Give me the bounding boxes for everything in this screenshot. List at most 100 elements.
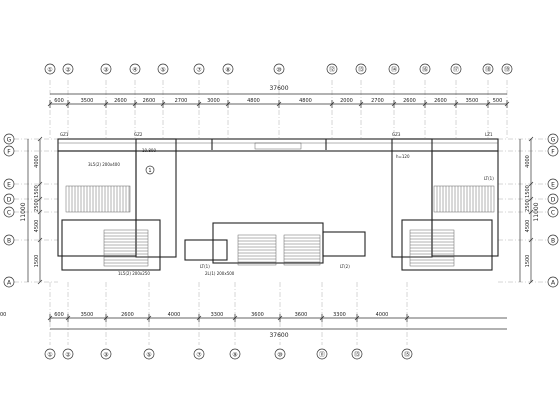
elevation-label: 10.800 — [142, 148, 156, 153]
top-axis-label-11: ⑯ — [422, 66, 428, 74]
right-axis-label-1: F — [551, 149, 555, 156]
top-dim-4: 2700 — [175, 98, 188, 104]
bottom-axis-label-7: ⑪ — [319, 351, 325, 359]
top-axis-label-4: ⑤ — [160, 67, 165, 74]
bottom-dim-4: 3300 — [211, 312, 224, 318]
top-axis-bubble-6 — [222, 63, 234, 75]
right-axis-bubble-5 — [547, 234, 559, 246]
top-dim-12: 3500 — [466, 98, 479, 104]
right-axis-label-6: A — [551, 280, 556, 287]
right-overall-dimension: 11000 — [533, 202, 540, 221]
top-axis-bubble-13 — [482, 63, 494, 75]
right-dim-3: 4500 — [525, 220, 531, 233]
bottom-axis-bubble-3 — [143, 348, 155, 360]
beam-label-c: 2L(1) 200x500 — [205, 271, 235, 276]
top-axis-label-3: ④ — [132, 67, 137, 74]
left-axis-bubble-2 — [3, 178, 15, 190]
bottom-axis-label-8: ⑬ — [354, 351, 360, 359]
left-axis-label-1: F — [7, 149, 11, 156]
right-axis-label-4: C — [551, 210, 555, 217]
right-axis-bubble-3 — [547, 193, 559, 205]
top-axis-label-5: ⑦ — [196, 67, 202, 74]
bottom-dimension-ticks: 600350026004000330036003600330040003900 — [0, 312, 410, 322]
top-dim-1: 3500 — [81, 98, 94, 104]
top-axis-label-0: ① — [47, 67, 52, 74]
right-axis-bubble-1 — [547, 145, 559, 157]
left-axis-label-3: D — [7, 197, 12, 204]
left-dim-2: 2500 — [34, 199, 40, 212]
bottom-axis-label-5: ⑨ — [232, 352, 237, 359]
top-axis-bubble-9 — [355, 63, 367, 75]
top-dim-10: 2600 — [403, 98, 416, 104]
bottom-dim-1: 3500 — [81, 312, 94, 318]
slab-thickness-label: h=120 — [396, 154, 410, 159]
right-dim-1: 1500 — [525, 185, 531, 198]
top-axis-bubble-0 — [44, 63, 56, 75]
bottom-axis-label-0: ① — [47, 352, 52, 359]
left-dim-3: 4500 — [34, 220, 40, 233]
bottom-axis-label-1: ② — [65, 352, 71, 359]
bottom-axis-bubble-9 — [401, 348, 413, 360]
top-axis-label-6: ⑧ — [225, 67, 230, 74]
bottom-axis-bubble-2 — [100, 348, 112, 360]
gz-label-2: GZ2 — [134, 132, 143, 137]
gz-label-1: GZ1 — [60, 132, 69, 137]
top-axis-label-12: ⑰ — [453, 66, 459, 74]
left-dim-1: 1500 — [34, 185, 40, 198]
top-axis-bubble-2 — [100, 63, 112, 75]
bottom-axis-label-2: ③ — [103, 352, 108, 359]
left-dim-4: 1500 — [34, 255, 40, 268]
top-axis-label-2: ③ — [103, 67, 108, 74]
left-axis-bubble-6 — [3, 276, 15, 288]
right-axis-label-0: G — [551, 137, 556, 144]
top-axis-bubble-7 — [273, 63, 285, 75]
left-axis-label-5: B — [7, 238, 11, 245]
left-axis-bubble-1 — [3, 145, 15, 157]
top-axis-bubble-4 — [157, 63, 169, 75]
right-axis-bubble-6 — [547, 276, 559, 288]
right-axis-bubble-2 — [547, 178, 559, 190]
top-axis-label-9: ⑬ — [358, 66, 364, 74]
left-axis-label-0: G — [7, 137, 12, 144]
bottom-axis-bubble-4 — [193, 348, 205, 360]
top-axis-label-13: ⑱ — [485, 66, 491, 74]
bottom-dim-6: 3600 — [295, 312, 308, 318]
top-dim-5: 3000 — [207, 98, 220, 104]
bottom-dim-5: 3600 — [251, 312, 264, 318]
right-dim-2: 2500 — [525, 199, 531, 212]
bottom-axis-bubble-6 — [274, 348, 286, 360]
top-total-dimension: 37600 — [269, 85, 288, 92]
left-axis-bubble-5 — [3, 234, 15, 246]
bottom-total-dimension: 37600 — [269, 332, 288, 339]
top-dim-13: 500 — [493, 98, 503, 104]
bottom-axis-bubble-7 — [316, 348, 328, 360]
left-axis-bubble-4 — [3, 206, 15, 218]
bottom-axis-bubble-0 — [44, 348, 56, 360]
top-axis-bubble-12 — [450, 63, 462, 75]
bottom-axis-label-4: ⑦ — [196, 352, 202, 359]
left-axis-bubble-3 — [3, 193, 15, 205]
right-axis-label-2: E — [551, 182, 555, 189]
lt2-label-right: LT(2) — [340, 264, 350, 269]
bottom-dim-7: 3300 — [333, 312, 346, 318]
top-dim-6: 4800 — [247, 98, 260, 104]
bottom-dim-8: 4000 — [376, 312, 389, 318]
top-dim-8: 2000 — [340, 98, 353, 104]
axis-gridlines — [14, 80, 548, 345]
building-walls — [57, 138, 499, 271]
bottom-axis-label-6: ⑩ — [277, 352, 282, 359]
top-axis-label-1: ② — [65, 67, 71, 74]
lz-label: LZ1 — [485, 132, 493, 137]
top-axis-label-8: ⑫ — [329, 66, 335, 74]
detail-callout-circle — [145, 165, 155, 175]
top-axis-label-7: ⑩ — [276, 67, 281, 74]
top-dim-3: 2600 — [143, 98, 156, 104]
lt1-label-rightwing: LT(1) — [484, 176, 494, 181]
right-axis-bubble-0 — [547, 133, 559, 145]
